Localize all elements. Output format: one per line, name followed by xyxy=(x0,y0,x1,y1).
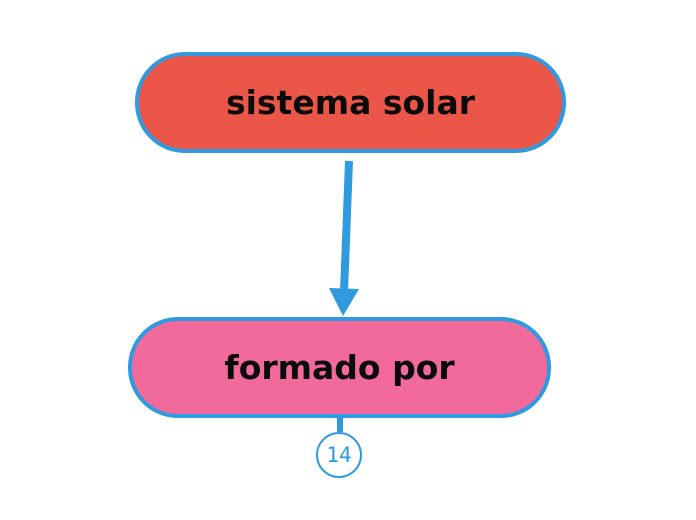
node-formado-por[interactable]: formado por xyxy=(128,317,551,418)
node-label: sistema solar xyxy=(225,83,476,122)
arrowhead xyxy=(329,288,359,316)
collapsed-count-badge[interactable]: 14 xyxy=(316,432,362,478)
collapsed-count: 14 xyxy=(326,443,352,467)
node-sistema-solar[interactable]: sistema solar xyxy=(135,52,566,153)
node-label: formado por xyxy=(224,348,455,387)
connector-line xyxy=(340,160,353,293)
